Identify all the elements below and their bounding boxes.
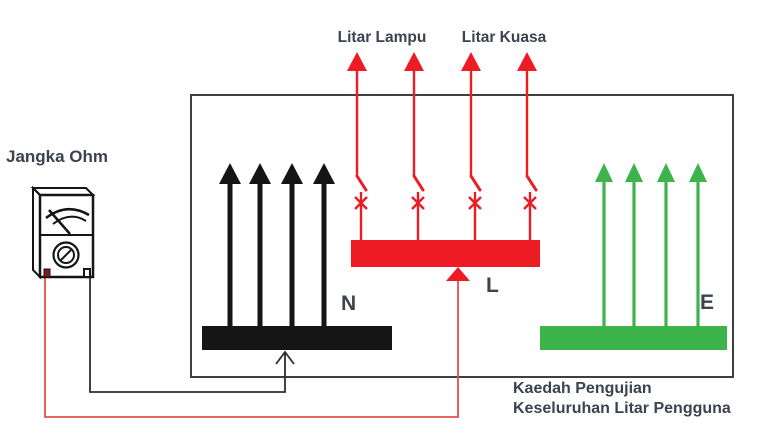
meter-scale-arc — [45, 208, 90, 220]
switch-blade-icon — [525, 174, 538, 192]
neutral-arrow-icon — [281, 163, 303, 326]
red-lead-arrow-icon — [446, 267, 470, 281]
live-circuit-2 — [404, 52, 425, 241]
fuse-x-icon — [523, 196, 537, 210]
up-arrow-icon — [517, 52, 537, 71]
earth-arrow-icon — [595, 163, 613, 326]
red-test-lead — [44, 267, 470, 418]
earth-arrow-icon — [689, 163, 707, 326]
earth-arrow-icon — [625, 163, 643, 326]
black-test-lead — [89, 277, 295, 393]
live-circuit-4 — [517, 52, 538, 241]
up-arrow-icon — [461, 52, 481, 71]
switch-blade-icon — [469, 174, 482, 192]
up-arrow-icon — [347, 52, 367, 71]
neutral-busbar-label: N — [341, 292, 357, 315]
switch-blade-icon — [355, 174, 368, 192]
earth-busbar-label: E — [700, 291, 715, 314]
neutral-arrow-icon — [249, 163, 271, 326]
live-busbar-label: L — [486, 274, 499, 297]
live-busbar-group — [347, 52, 540, 267]
ohmmeter-label: Jangka Ohm — [6, 147, 109, 166]
neutral-busbar-group — [202, 163, 392, 350]
up-arrow-icon — [404, 52, 424, 71]
live-busbar — [351, 240, 540, 267]
meter-knob — [52, 241, 80, 269]
meter-needle — [48, 209, 71, 235]
fuse-x-icon — [468, 196, 482, 210]
caption-line-2: Keseluruhan Litar Pengguna — [513, 400, 731, 417]
neutral-busbar — [202, 326, 392, 350]
neutral-arrow-icon — [313, 163, 335, 326]
switch-blade-icon — [412, 174, 425, 192]
lamp-circuit-label: Litar Lampu — [337, 29, 427, 46]
earth-arrow-icon — [657, 163, 675, 326]
caption-line-1: Kaedah Pengujian — [513, 380, 652, 397]
live-circuit-1 — [347, 52, 368, 241]
neutral-arrow-icon — [219, 163, 241, 326]
black-lead-arrow-icon — [275, 350, 295, 365]
earth-busbar-group — [540, 163, 727, 350]
fuse-x-icon — [354, 196, 368, 210]
ohmmeter-icon — [30, 185, 96, 280]
figure-caption: Kaedah Pengujian Keseluruhan Litar Pengg… — [513, 379, 731, 419]
consumer-unit-box — [190, 94, 734, 378]
meter-right-terminal — [83, 268, 91, 278]
meter-left-terminal — [43, 268, 51, 278]
power-circuit-label: Litar Kuasa — [461, 29, 547, 46]
live-circuit-3 — [461, 52, 482, 241]
earth-busbar — [540, 326, 727, 350]
fuse-x-icon — [411, 196, 425, 210]
